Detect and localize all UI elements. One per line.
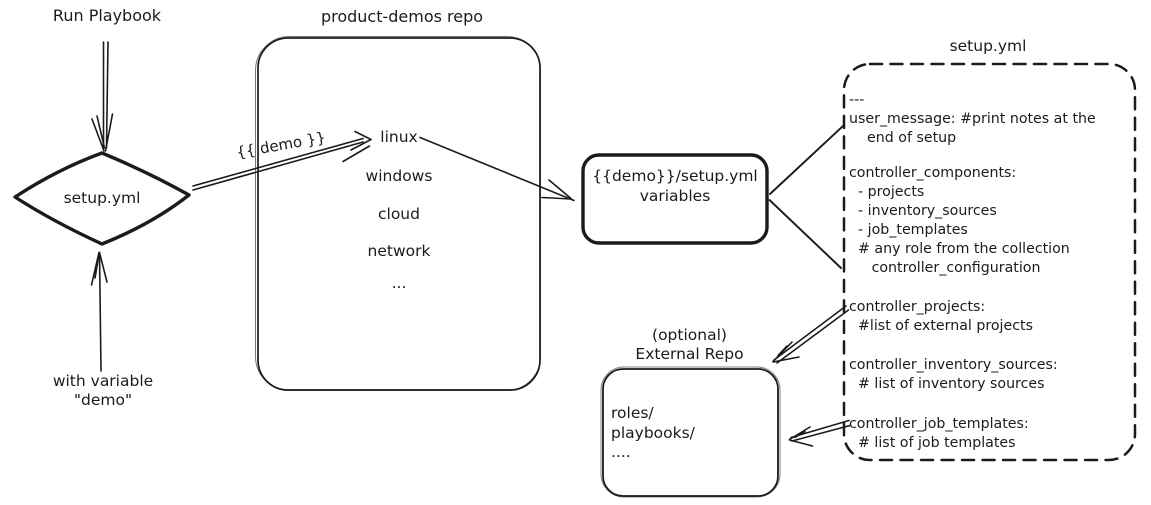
external-repo-box: [602, 368, 779, 497]
repo-item-linux: linux: [380, 128, 418, 146]
diamond-shape: [13, 151, 191, 246]
connector-variables-to-setup: [768, 125, 844, 269]
external-repo-box-echo: [600, 366, 781, 498]
external-repo-content: roles/ playbooks/ ....: [611, 404, 695, 461]
arrow-demo: [192, 130, 372, 191]
yaml-group-components: controller_components: - projects - inve…: [849, 165, 1070, 276]
repo-box: [257, 37, 541, 391]
arrow-jobtemplates-to-external: [788, 419, 851, 447]
arrow-linux-to-variables: [419, 136, 575, 202]
diamond-label: setup.yml: [63, 189, 141, 207]
arrow-projects-to-external: [772, 305, 850, 364]
repo-box-title: product-demos repo: [320, 7, 484, 26]
with-variable-label: with variable "demo": [52, 372, 154, 409]
arrow-with-variable: [90, 251, 108, 372]
setup-yml-box-title: setup.yml: [949, 37, 1027, 55]
arrow-run-playbook: [91, 41, 114, 152]
yaml-group-header: --- user_message: #print notes at the en…: [849, 92, 1096, 146]
variables-box-label: {{demo}}/setup.yml variables: [592, 167, 758, 205]
variables-box: [581, 153, 769, 245]
repo-item-windows: windows: [365, 167, 433, 185]
yaml-group-job-templates: controller_job_templates: # list of job …: [849, 416, 1029, 451]
setup-yml-box: [842, 62, 1137, 462]
run-playbook-label: Run Playbook: [52, 6, 162, 25]
yaml-group-projects: controller_projects: #list of external p…: [849, 299, 1033, 334]
yaml-group-inventory-sources: controller_inventory_sources: # list of …: [849, 357, 1058, 392]
external-repo-label: (optional) External Repo: [635, 326, 744, 363]
repo-item-network: network: [367, 242, 431, 260]
repo-item-cloud: cloud: [378, 205, 420, 223]
repo-item-more: ...: [391, 274, 407, 292]
